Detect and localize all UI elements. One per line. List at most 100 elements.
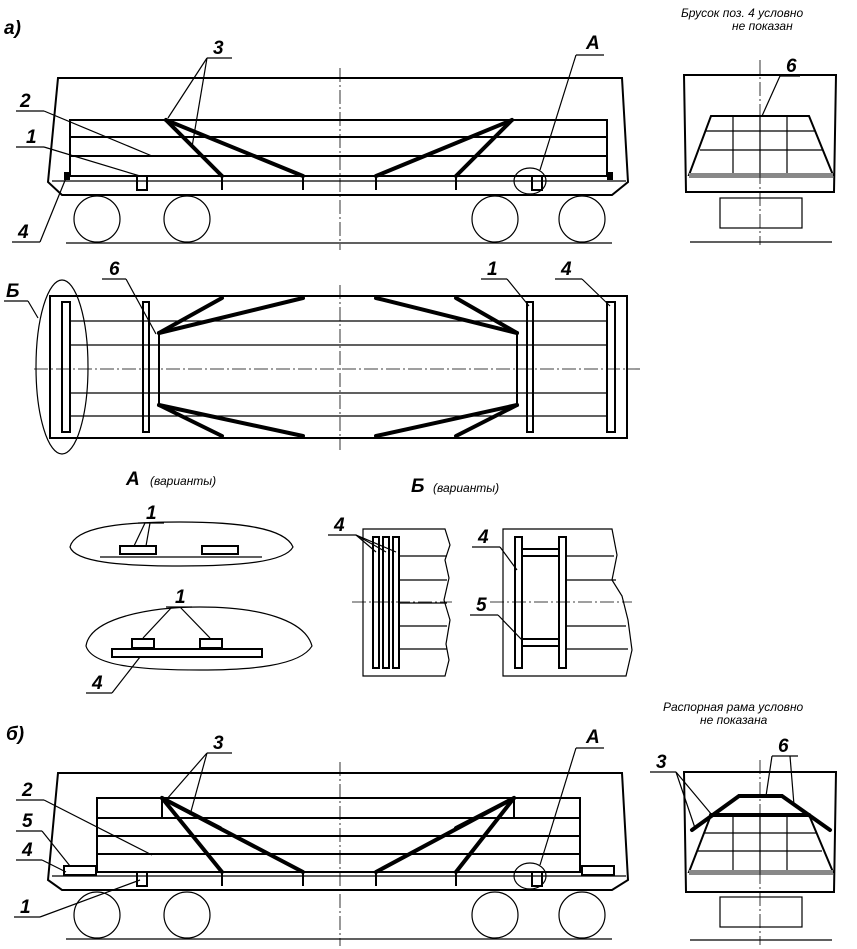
leader-line [765,755,773,797]
leader-line [167,57,208,119]
spacer-bar-1 [131,638,155,649]
bar-4 [392,536,400,669]
view-b-label: б) [6,724,24,745]
end-bar-4-5 [581,865,615,876]
cargo-tier [96,853,581,873]
wheel [73,195,121,243]
callout-a-label: А [585,33,600,54]
floor-hatch [689,870,833,875]
pos-label-3: 3 [213,733,224,754]
pos-label-4: 4 [560,259,572,280]
detail-a: А (варианты) 1 1 4 [69,469,313,694]
spacer-bar-5 [521,548,560,557]
bar-4 [372,536,380,669]
tie-wire [454,296,519,335]
pos-label-6: 6 [778,736,789,757]
view-a-end: Брусок поз. 4 условно не показан 6 [681,6,838,245]
pos-label-4: 4 [477,527,489,548]
leader-line [111,656,141,694]
pos-label-1: 1 [175,587,186,608]
bar-4 [111,648,263,658]
leader-line [506,278,530,307]
callout-b-label: Б [6,281,19,302]
note-top-line1: Брусок поз. 4 условно [681,6,803,20]
cargo-stack-end [687,814,835,873]
spacer-bar [531,175,543,191]
end-bar-4 [61,301,71,433]
wagon-plan-outline [49,295,628,439]
detail-a-letter: А [125,469,140,490]
wheel [558,891,606,939]
tie-wire [164,118,305,178]
wheel [558,195,606,243]
bogie-end [719,896,803,928]
detail-b-variant1-outline [362,528,451,677]
wheel [471,891,519,939]
pos-label-1: 1 [487,259,498,280]
leader-line [355,534,387,553]
spacer-bar-1 [142,301,150,433]
wheel [471,195,519,243]
view-a-label: а) [4,18,21,39]
leader-line [142,606,173,639]
pos-label-5: 5 [22,811,33,832]
spacer-bar [136,871,148,887]
tie-wire [374,403,519,438]
tie-wire [157,296,224,335]
end-block [607,172,613,180]
detail-a-variant1-outline [69,521,294,567]
leader-line [43,110,153,157]
leader-line [675,771,713,816]
leader-line [39,177,67,243]
leader-line [499,546,518,571]
detail-a-suffix: (варианты) [150,474,216,488]
cargo-stack-end [687,115,835,176]
callout-circle-a [513,167,547,195]
cargo-tier [96,835,581,855]
bar-4 [382,536,390,669]
leader-line [125,278,157,335]
wagon-body [46,77,630,196]
tie-wire [157,296,305,335]
spacer-bar-5 [521,638,560,647]
note-bottom-line1: Распорная рама условно [663,700,804,714]
end-bar-4-5 [63,865,97,876]
leader-line [41,830,71,867]
note-top-line2: не показан [732,19,793,33]
pos-label-3: 3 [656,752,667,773]
pos-label-4: 4 [21,840,33,861]
leader-line [145,522,151,547]
view-b-end: Распорная рама условно не показана 3 6 [650,700,838,945]
bogie-end [719,197,803,229]
tie-wire [157,403,305,438]
pos-label-3: 3 [213,38,224,59]
leader-line [581,278,611,307]
leader-line [165,752,208,801]
spacer-bar-1 [201,545,239,555]
leader-line [39,879,141,918]
leader-line [43,799,153,856]
pos-label-1: 1 [26,127,37,148]
tie-wire [454,118,514,178]
wheel [163,195,211,243]
spacer-bar [531,871,543,887]
wheel [163,891,211,939]
cargo-tier-bottom [69,155,608,177]
pos-label-5: 5 [476,595,487,616]
detail-b-variant2-outline [502,528,633,677]
leader-line [189,752,208,816]
tie-wire [454,796,516,830]
leader-line [27,300,39,319]
detail-b-letter: Б [411,476,424,497]
end-bar-4 [606,301,616,433]
detail-a-variant2-outline [85,606,313,671]
detail-b: Б (варианты) 4 4 5 [328,476,633,677]
cargo-tier-middle [69,136,608,157]
tie-wire [454,403,519,438]
callout-oval-b [35,279,89,455]
leader-line [761,75,781,117]
pos-label-4: 4 [17,222,29,243]
leader-line [355,534,397,553]
spacer-bar-1 [119,545,157,555]
